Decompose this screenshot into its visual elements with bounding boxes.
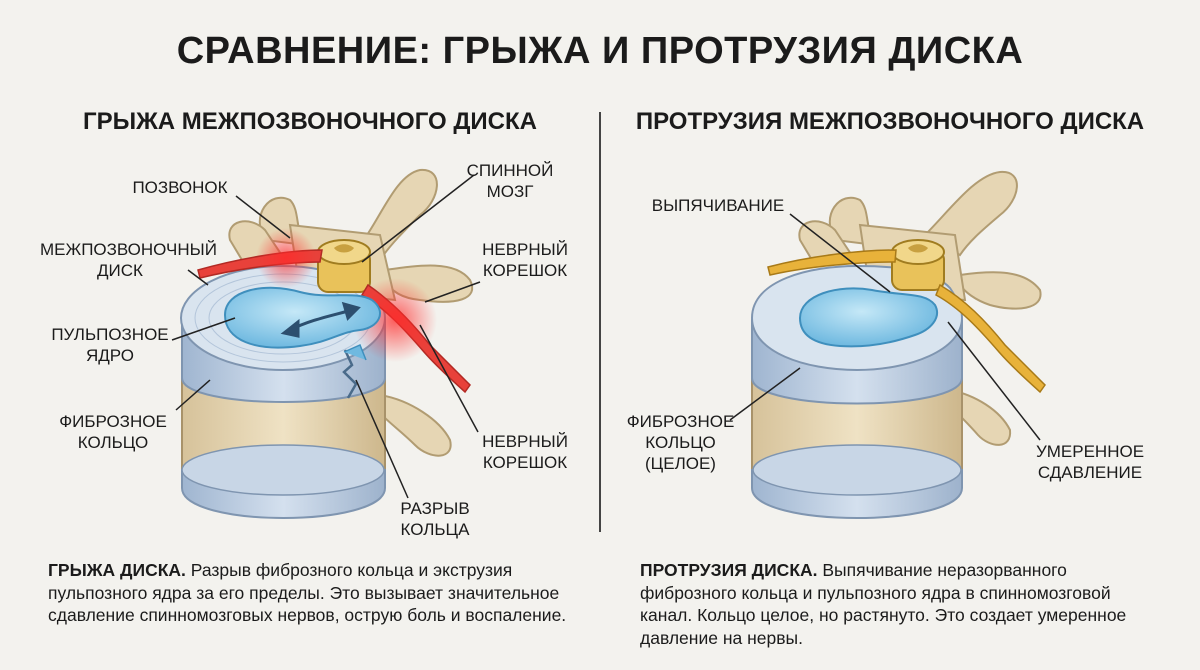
center-divider bbox=[599, 112, 601, 532]
protrusion-desc-title: ПРОТРУЗИЯ ДИСКА. bbox=[640, 560, 818, 580]
spinal-cord bbox=[317, 239, 371, 293]
herniation-desc-text: Разрыв фиброзного кольца и экструзия пул… bbox=[48, 560, 567, 625]
extrusion-arrow-icon bbox=[280, 301, 361, 338]
label-spinal-cord: СПИННОЙ МОЗГ bbox=[466, 161, 554, 201]
nucleus-pulposus bbox=[223, 286, 381, 349]
label-annulus: ФИБРОЗНОЕ КОЛЬЦО bbox=[59, 412, 167, 452]
label-intervertebral-disc: МЕЖПОЗВОНОЧНЫЙ ДИСК bbox=[40, 240, 217, 280]
protrusion-subtitle: ПРОТРУЗИЯ МЕЖПОЗВОНОЧНОГО ДИСКА bbox=[635, 108, 1145, 135]
ring-tear bbox=[342, 349, 358, 399]
healthy-nerve-roots bbox=[767, 249, 1046, 394]
nucleus-pulposus-right bbox=[798, 287, 938, 348]
lower-disc-right bbox=[751, 444, 963, 519]
protrusion-desc-text: Выпячивание неразорванного фиброзного ко… bbox=[640, 560, 1127, 648]
lower-disc bbox=[181, 444, 386, 519]
label-annulus-intact: ФИБРОЗНОЕ КОЛЬЦО (ЦЕЛОЕ) bbox=[626, 412, 735, 473]
protrusion-description: ПРОТРУЗИЯ ДИСКА. Выпячивание неразорванн… bbox=[640, 559, 1165, 649]
label-moderate-compression: УМЕРЕННОЕ СДАВЛЕНИЕ bbox=[1035, 442, 1145, 482]
herniation-subtitle: ГРЫЖА МЕЖПОЗВОНОЧНОГО ДИСКА bbox=[83, 108, 537, 135]
protrusion-leader-lines bbox=[729, 213, 1041, 441]
herniation-illustration bbox=[180, 168, 473, 519]
label-nerve-root-bottom: НЕВРНЫЙ КОРЕШОК bbox=[482, 432, 568, 472]
herniation-description: ГРЫЖА ДИСКА. Разрыв фиброзного кольца и … bbox=[48, 559, 568, 627]
protrusion-illustration bbox=[750, 170, 1046, 519]
label-bulge: ВЫПЯЧИВАНИЕ bbox=[651, 196, 785, 215]
herniation-leader-lines bbox=[171, 174, 481, 499]
herniation-desc-title: ГРЫЖА ДИСКА. bbox=[48, 560, 186, 580]
label-ring-tear: РАЗРЫВ КОЛЬЦА bbox=[400, 499, 470, 539]
label-nucleus: ПУЛЬПОЗНОЕ ЯДРО bbox=[51, 325, 169, 365]
inflamed-nerve-roots bbox=[197, 228, 471, 394]
page-title: СРАВНЕНИЕ: ГРЫЖА И ПРОТРУЗИЯ ДИСКА bbox=[176, 30, 1024, 72]
label-vertebra: ПОЗВОНОК bbox=[132, 178, 228, 197]
label-nerve-root-top: НЕВРНЫЙ КОРЕШОК bbox=[482, 240, 568, 280]
spinal-cord-right bbox=[891, 239, 945, 291]
